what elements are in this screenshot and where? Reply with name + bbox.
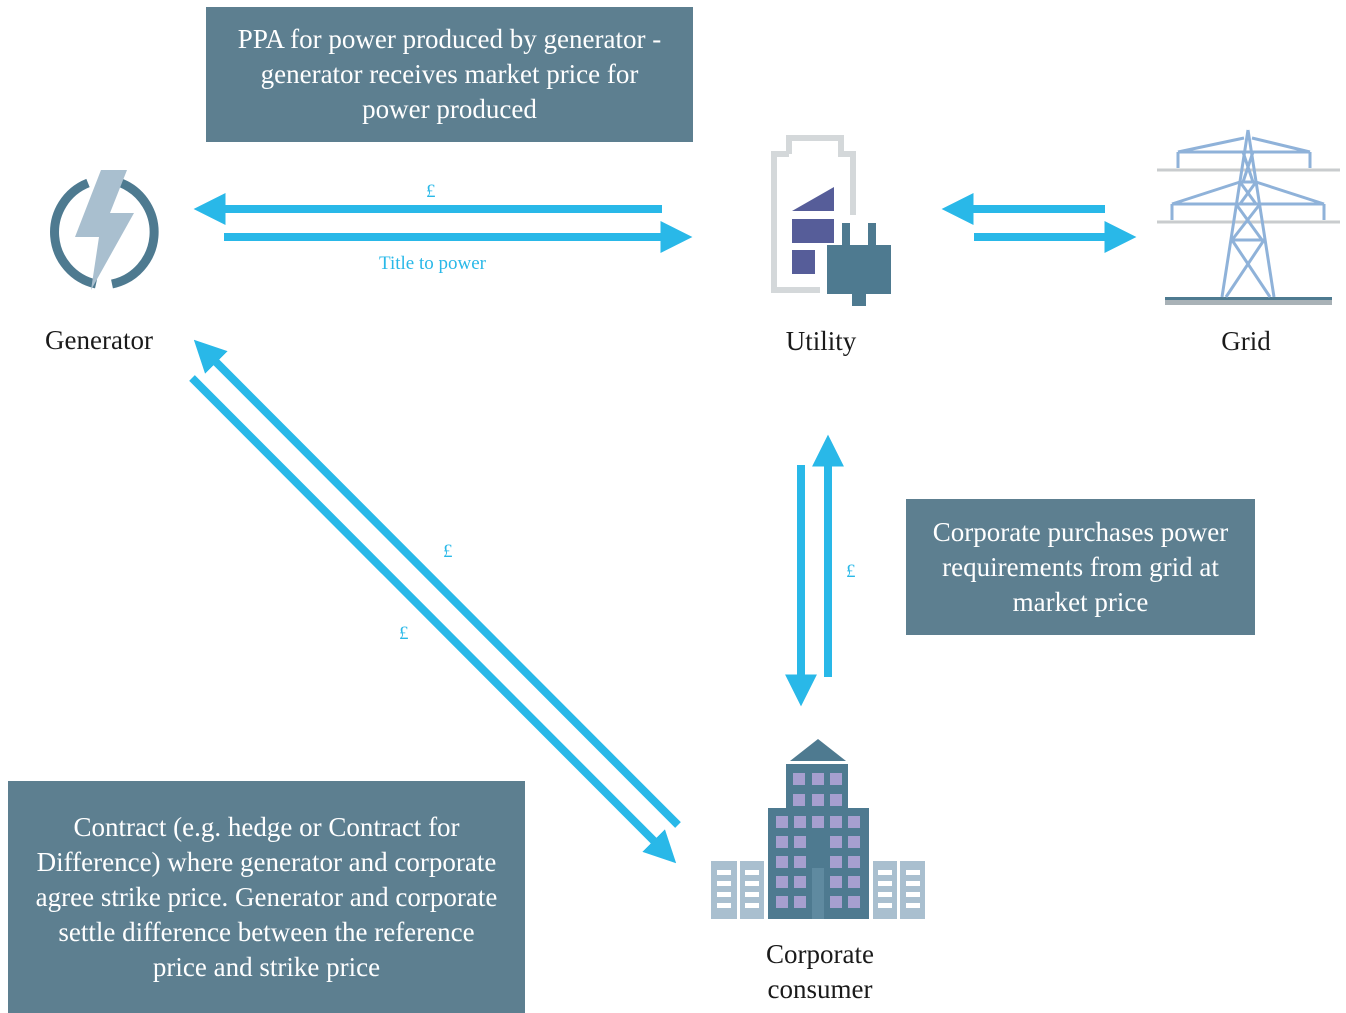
flow-label-corporate-to-generator: £ (443, 541, 453, 562)
ppa-note-text: PPA for power produced by generator - ge… (237, 24, 662, 124)
corporate-consumer-label: Corporate consumer (720, 937, 920, 1007)
contract-note-text: Contract (e.g. hedge or Contract for Dif… (35, 811, 498, 982)
flow-label-utility-to-generator: £ (426, 181, 436, 202)
corporate-purchase-note-text: Corporate purchases power requirements f… (932, 516, 1229, 617)
generator-label: Generator (45, 325, 153, 355)
ppa-note-box: PPA for power produced by generator - ge… (206, 7, 693, 142)
corporate-consumer-label-line1: Corporate (766, 939, 874, 969)
contract-note-box: Contract (e.g. hedge or Contract for Dif… (8, 781, 525, 1013)
utility-label: Utility (785, 326, 857, 356)
corporate-consumer-label-line2: consumer (767, 974, 873, 1004)
arrow-generator-to-corporate (189, 375, 677, 864)
flow-label-generator-to-corporate: £ (399, 623, 409, 644)
grid-label: Grid (1221, 326, 1271, 356)
flow-label-generator-to-utility: Title to power (379, 253, 486, 274)
arrow-corporate-to-generator (193, 339, 681, 828)
corporate-purchase-note-box: Corporate purchases power requirements f… (906, 499, 1255, 635)
flow-label-corporate-to-utility: £ (846, 561, 856, 582)
